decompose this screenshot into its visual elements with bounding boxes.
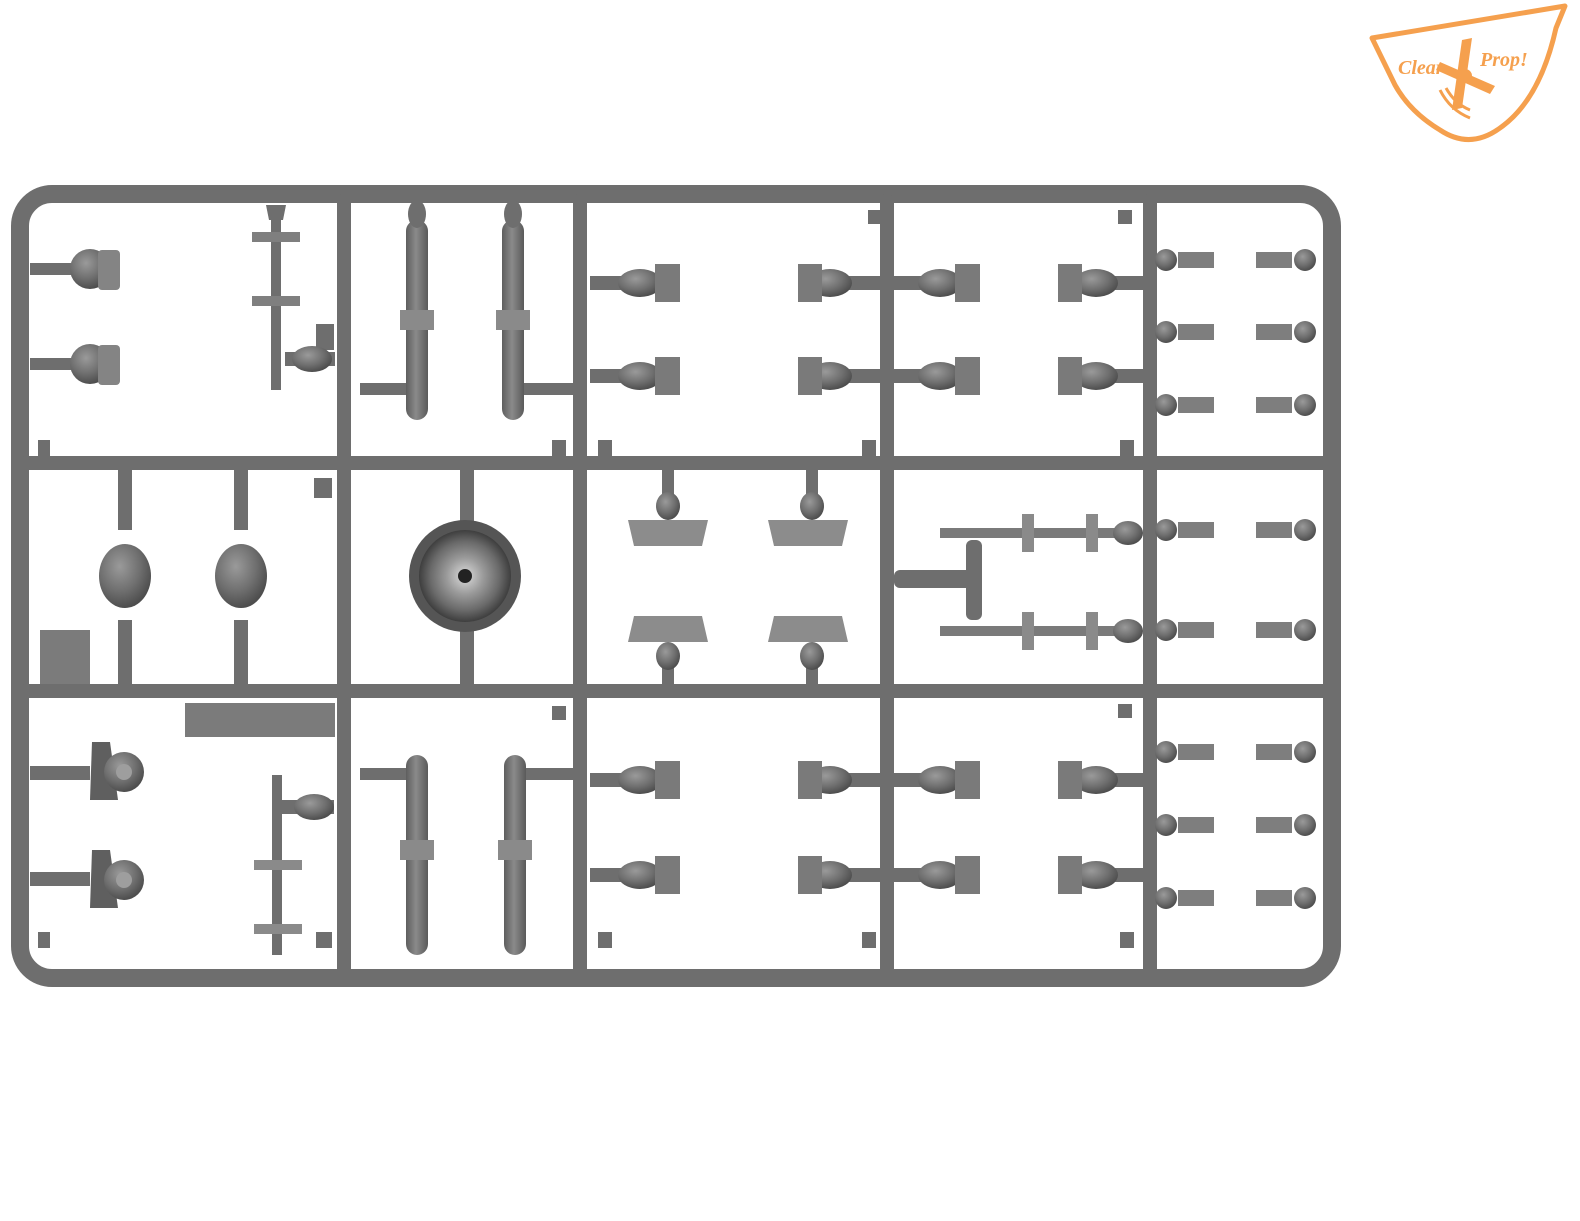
- part-bombs-bottom: [590, 761, 1143, 894]
- part-strut-top-left: [252, 205, 335, 390]
- logo-text-left: Clear: [1398, 57, 1444, 79]
- part-rockets-middle-right: [1155, 519, 1316, 641]
- vertical-runners: [337, 194, 1157, 978]
- sprue-frame: [11, 185, 1341, 987]
- part-rods: [894, 514, 1143, 650]
- logo-text-right: Prop!: [1479, 49, 1528, 71]
- sprue-tabs: [38, 210, 1134, 948]
- part-rings-bottom-left: [30, 742, 144, 908]
- part-bombs-top: [590, 264, 1143, 395]
- part-wheel: [409, 470, 521, 684]
- part-strut-bottom-left: [254, 775, 334, 955]
- propeller-icon: [1436, 38, 1495, 120]
- part-rockets-bottom-right: [1155, 741, 1316, 909]
- part-rockets-top-right: [1155, 249, 1316, 416]
- part-fins: [628, 470, 848, 684]
- part-domes: [99, 470, 267, 684]
- clear-prop-logo: Clear Prop!: [1369, 3, 1568, 142]
- part-knob-pair-top-left: [30, 249, 120, 385]
- part-pods-bottom: [360, 755, 574, 955]
- part-pods-top: [360, 200, 574, 420]
